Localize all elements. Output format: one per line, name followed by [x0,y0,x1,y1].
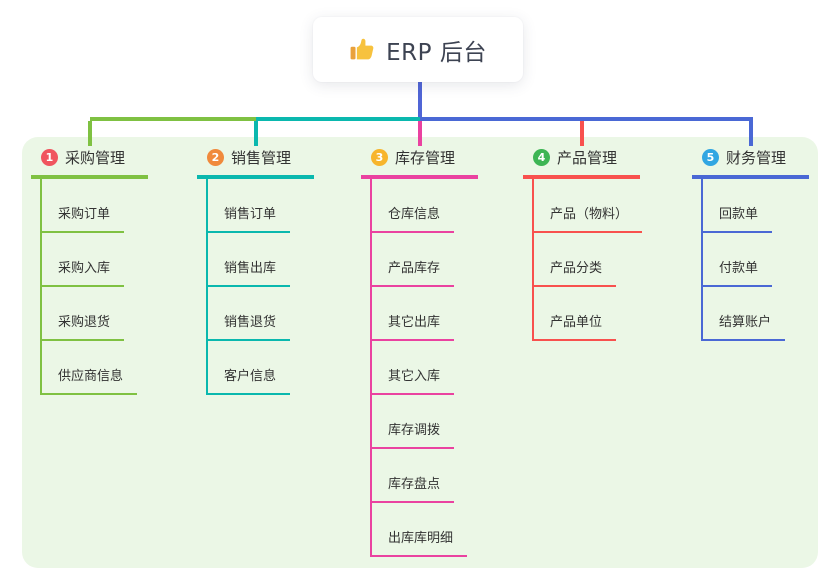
branch-header[interactable]: 1 采购管理 [31,145,148,179]
child-node[interactable]: 其它出库 [372,311,455,341]
child-row: 客户信息 [208,341,314,395]
child-row: 产品（物料） [534,179,643,233]
child-row: 库存盘点 [372,449,478,503]
branch-column: 5 财务管理回款单付款单结算账户 [692,145,809,341]
branch-badge: 3 [371,149,388,166]
child-row: 结算账户 [703,287,809,341]
branch-column: 3 库存管理仓库信息产品库存其它出库其它入库库存调拨库存盘点出库库明细 [361,145,478,557]
branch-label: 销售管理 [231,149,292,167]
child-node[interactable]: 产品分类 [534,257,617,287]
connector-bus-segment [419,117,753,121]
child-node[interactable]: 付款单 [703,257,773,287]
child-node[interactable]: 采购入库 [42,257,125,287]
connector-drop [87,121,92,146]
branch-column: 4 产品管理产品（物料） 产品分类产品单位 [523,145,643,341]
child-row: 销售出库 [208,233,314,287]
child-node[interactable]: 销售出库 [208,257,291,287]
child-node[interactable]: 结算账户 [703,311,786,341]
branch-column: 1 采购管理采购订单采购入库采购退货供应商信息 [31,145,148,395]
connector-bus-segment [89,117,256,121]
child-node[interactable]: 产品库存 [372,257,455,287]
child-row: 采购入库 [42,233,148,287]
child-node[interactable]: 供应商信息 [42,365,138,395]
child-node[interactable]: 产品（物料） [534,203,643,233]
child-row: 销售退货 [208,287,314,341]
branch-children: 采购订单采购入库采购退货供应商信息 [40,179,148,395]
child-node[interactable]: 其它入库 [372,365,455,395]
branch-children: 销售订单销售出库销售退货客户信息 [206,179,314,395]
child-row: 其它入库 [372,341,478,395]
branch-badge: 4 [533,149,550,166]
branch-column: 2 销售管理销售订单销售出库销售退货客户信息 [197,145,314,395]
branch-label: 财务管理 [726,149,787,167]
child-row: 仓库信息 [372,179,478,233]
child-row: 采购退货 [42,287,148,341]
child-row: 回款单 [703,179,809,233]
mindmap-panel [22,137,818,568]
branch-badge: 5 [702,149,719,166]
child-node[interactable]: 库存盘点 [372,473,455,503]
branch-header[interactable]: 3 库存管理 [361,145,478,179]
root-label: ERP 后台 [386,39,487,66]
branch-badge: 2 [207,149,224,166]
branch-children: 回款单付款单结算账户 [701,179,809,341]
child-row: 采购订单 [42,179,148,233]
root-node[interactable]: ERP 后台 [313,17,523,82]
branch-header[interactable]: 5 财务管理 [692,145,809,179]
child-row: 供应商信息 [42,341,148,395]
child-node[interactable]: 客户信息 [208,365,291,395]
child-node[interactable]: 采购订单 [42,203,125,233]
child-node[interactable]: 出库库明细 [372,527,468,557]
branch-header[interactable]: 4 产品管理 [523,145,640,179]
child-row: 销售订单 [208,179,314,233]
branch-label: 产品管理 [557,149,618,167]
child-node[interactable]: 销售退货 [208,311,291,341]
connector-drop [417,121,422,146]
branch-badge: 1 [41,149,58,166]
thumbs-up-icon [350,38,374,60]
branch-label: 采购管理 [65,149,126,167]
child-row: 其它出库 [372,287,478,341]
child-node[interactable]: 库存调拨 [372,419,455,449]
branch-header[interactable]: 2 销售管理 [197,145,314,179]
branch-children: 产品（物料） 产品分类产品单位 [532,179,643,341]
child-row: 产品单位 [534,287,642,341]
child-node[interactable]: 销售订单 [208,203,291,233]
child-row: 付款单 [703,233,809,287]
connector-drop [579,121,584,146]
root-connector [417,82,422,117]
connector-drop [253,121,258,146]
connector-drop [748,121,753,146]
child-node[interactable]: 仓库信息 [372,203,455,233]
child-row: 出库库明细 [372,503,478,557]
child-row: 产品分类 [534,233,642,287]
branch-label: 库存管理 [395,149,456,167]
child-node[interactable]: 采购退货 [42,311,125,341]
child-row: 产品库存 [372,233,478,287]
child-node[interactable]: 产品单位 [534,311,617,341]
connector-bus-segment [255,117,420,121]
branch-children: 仓库信息产品库存其它出库其它入库库存调拨库存盘点出库库明细 [370,179,478,557]
child-node[interactable]: 回款单 [703,203,773,233]
child-row: 库存调拨 [372,395,478,449]
